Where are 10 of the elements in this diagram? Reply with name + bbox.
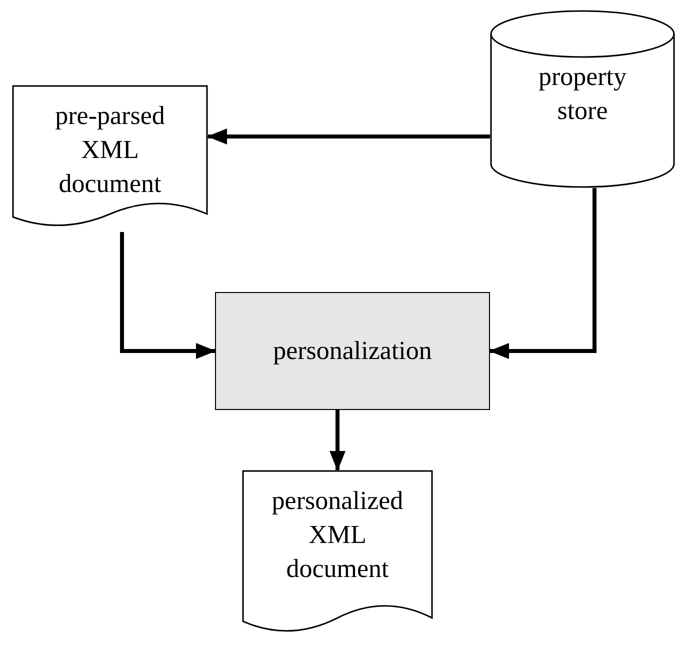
arrow xyxy=(489,188,596,359)
node-label: property store xyxy=(537,61,628,127)
node-label: pre-parsed XML document xyxy=(54,100,166,200)
arrow xyxy=(330,410,346,471)
node-label: personalized XML document xyxy=(270,485,404,585)
process-box xyxy=(215,292,490,410)
database-cylinder xyxy=(490,10,675,188)
node-label: personalization xyxy=(273,335,432,367)
arrow xyxy=(120,232,216,359)
arrow xyxy=(207,128,490,144)
